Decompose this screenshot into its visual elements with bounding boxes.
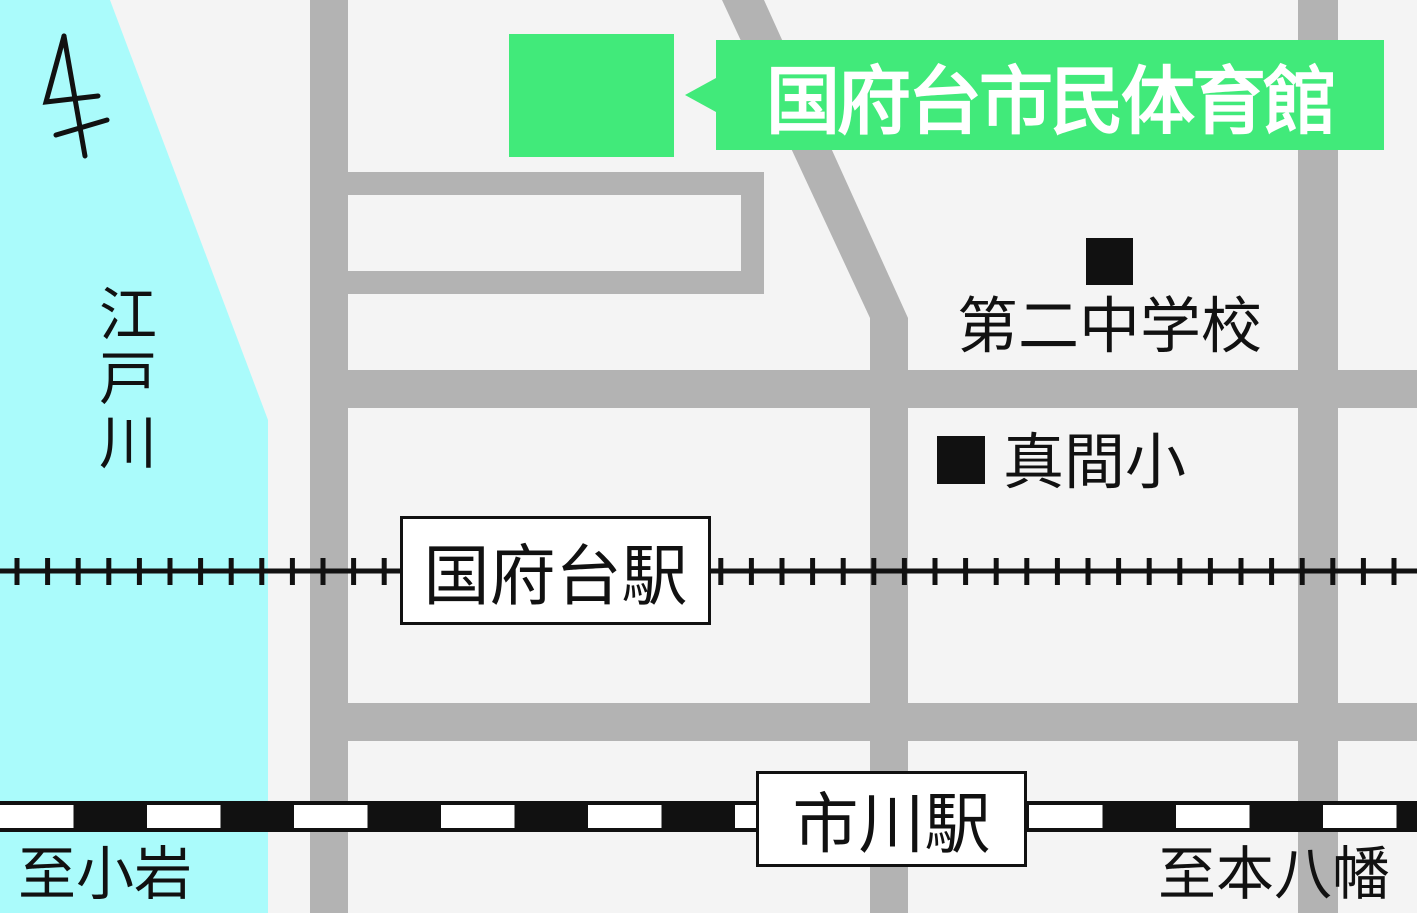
direction-label-motoyawata: 至本八幡 (1158, 840, 1391, 908)
railway-dash (588, 805, 662, 828)
railway-dash (147, 805, 221, 828)
station-konodai-label: 国府台駅 (423, 537, 688, 615)
school-marker-elementary (937, 436, 985, 484)
gym-label-text: 国府台市民体育館 (766, 58, 1337, 145)
road-vertical-west (310, 0, 348, 913)
station-ichikawa-label: 市川駅 (792, 786, 991, 863)
school-label-junior-high: 第二中学校 (957, 291, 1263, 362)
gym-label: 国府台市民体育館 (716, 40, 1384, 150)
gym-callout-pointer (685, 78, 716, 112)
railway-lower (0, 801, 1417, 832)
railway-upper (0, 558, 1417, 585)
railway-dash (441, 805, 515, 828)
railway-dash (1323, 805, 1397, 828)
railway-dash (1029, 805, 1103, 828)
school-label-elementary: 真間小 (1003, 427, 1187, 498)
river-label: 江戸川 (89, 284, 157, 476)
station-konodai: 国府台駅 (400, 516, 711, 625)
road-horizontal-lower (310, 703, 1417, 741)
railway-ties (14, 558, 1397, 585)
school-marker-junior-high (1086, 238, 1133, 285)
gym-label-bg (716, 40, 1384, 150)
direction-label-koiwa: 至小岩 (18, 840, 193, 908)
gym-building (509, 34, 674, 157)
road-vertical-east (1298, 0, 1338, 913)
road-loop (348, 172, 764, 294)
railway-dash (0, 805, 74, 828)
station-ichikawa: 市川駅 (756, 771, 1027, 867)
edogawa-river (0, 0, 268, 913)
north-arrow-icon (42, 33, 110, 159)
railway-dash (294, 805, 368, 828)
railway-dash (1176, 805, 1250, 828)
road-horizontal-upper (310, 370, 1417, 408)
